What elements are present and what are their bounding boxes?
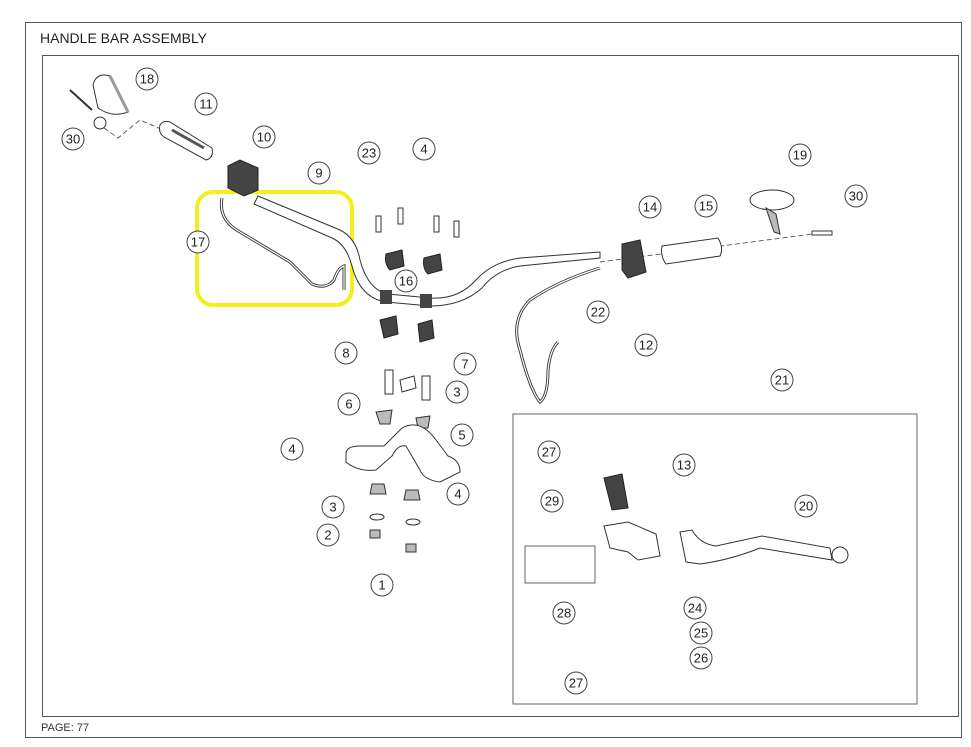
part-bolt-30-left xyxy=(69,89,93,111)
part-risers-8 xyxy=(379,315,435,343)
callout-2: 2 xyxy=(316,523,340,547)
svg-text:30: 30 xyxy=(66,132,80,147)
callout-9: 9 xyxy=(307,161,331,185)
callout-8: 8 xyxy=(334,341,358,365)
subassembly-box-28 xyxy=(524,545,596,584)
callout-10: 10 xyxy=(252,125,276,149)
callout-11: 11 xyxy=(194,92,218,116)
callout-17: 17 xyxy=(186,230,210,254)
callout-5: 5 xyxy=(450,423,474,447)
svg-text:3: 3 xyxy=(329,500,336,515)
callout-6: 6 xyxy=(337,392,361,416)
svg-text:26: 26 xyxy=(694,651,708,666)
part-switch-right xyxy=(621,239,647,279)
svg-text:12: 12 xyxy=(639,338,653,353)
svg-text:24: 24 xyxy=(688,601,702,616)
callout-4-top: 4 xyxy=(412,137,436,161)
callout-19: 19 xyxy=(788,143,812,167)
part-washers-2 xyxy=(369,513,421,526)
svg-text:16: 16 xyxy=(399,274,413,289)
part-handlebar xyxy=(253,195,601,308)
callout-14: 14 xyxy=(638,195,662,219)
callout-25: 25 xyxy=(689,621,713,645)
svg-text:14: 14 xyxy=(643,200,657,215)
svg-text:3: 3 xyxy=(453,385,460,400)
callout-12: 12 xyxy=(634,333,658,357)
callout-3-bottom: 3 xyxy=(321,495,345,519)
callout-16: 16 xyxy=(394,269,418,293)
callout-13: 13 xyxy=(672,453,696,477)
page-title: HANDLE BAR ASSEMBLY xyxy=(40,30,208,46)
callout-15: 15 xyxy=(694,194,718,218)
part-mirror-left xyxy=(92,74,130,130)
svg-text:15: 15 xyxy=(699,199,713,214)
svg-text:4: 4 xyxy=(420,142,427,157)
callout-20: 20 xyxy=(794,494,818,518)
diagram-frame xyxy=(42,55,959,717)
svg-text:13: 13 xyxy=(677,458,691,473)
part-bolt-6 xyxy=(399,375,417,393)
callout-21: 21 xyxy=(770,368,794,392)
part-lever-20 xyxy=(679,529,849,565)
callout-1: 1 xyxy=(370,573,394,597)
svg-text:27: 27 xyxy=(542,445,556,460)
svg-text:17: 17 xyxy=(191,235,205,250)
callout-29: 29 xyxy=(540,489,564,513)
part-clamp-bolts-top xyxy=(375,207,460,238)
svg-text:25: 25 xyxy=(694,626,708,641)
callout-26: 26 xyxy=(689,646,713,670)
callout-22: 22 xyxy=(586,300,610,324)
part-sleeves-7 xyxy=(384,369,431,401)
svg-text:11: 11 xyxy=(199,97,213,112)
svg-text:8: 8 xyxy=(342,346,349,361)
svg-text:22: 22 xyxy=(591,305,605,320)
part-bushings-3 xyxy=(369,409,431,501)
callout-3-top: 3 xyxy=(445,380,469,404)
svg-text:9: 9 xyxy=(315,166,322,181)
svg-text:28: 28 xyxy=(557,606,571,621)
svg-text:19: 19 xyxy=(793,148,807,163)
svg-text:4: 4 xyxy=(454,487,461,502)
part-cable-22 xyxy=(515,266,601,405)
svg-text:20: 20 xyxy=(799,499,813,514)
svg-text:6: 6 xyxy=(345,397,352,412)
svg-text:2: 2 xyxy=(324,528,331,543)
svg-text:29: 29 xyxy=(545,494,559,509)
callout-27-top: 27 xyxy=(537,440,561,464)
part-bolt-30-right xyxy=(811,230,833,236)
svg-text:10: 10 xyxy=(257,130,271,145)
part-triple-clamp-5 xyxy=(345,424,461,483)
part-lever-perch xyxy=(603,473,661,561)
svg-text:18: 18 xyxy=(140,72,154,87)
callout-27-bottom: 27 xyxy=(564,671,588,695)
callout-30-right: 30 xyxy=(844,184,868,208)
callout-24: 24 xyxy=(683,596,707,620)
callout-30-left: 30 xyxy=(61,127,85,151)
part-clamp-16 xyxy=(385,249,443,275)
assembly-line-left-grip xyxy=(103,119,169,139)
page-frame xyxy=(25,22,962,738)
svg-text:5: 5 xyxy=(458,428,465,443)
part-switch-left xyxy=(227,159,259,197)
callout-28: 28 xyxy=(552,601,576,625)
part-grip-left xyxy=(159,120,213,161)
subassembly-box-21 xyxy=(512,413,918,705)
svg-text:23: 23 xyxy=(362,146,376,161)
part-clutch-cable-17 xyxy=(219,197,346,290)
callout-7: 7 xyxy=(453,352,477,376)
callout-4-right: 4 xyxy=(446,482,470,506)
svg-text:21: 21 xyxy=(775,373,789,388)
part-nuts-1 xyxy=(369,529,417,553)
svg-text:4: 4 xyxy=(288,442,295,457)
callout-4-left: 4 xyxy=(280,437,304,461)
callout-18: 18 xyxy=(135,67,159,91)
svg-text:30: 30 xyxy=(849,189,863,204)
svg-text:7: 7 xyxy=(461,357,468,372)
callout-23: 23 xyxy=(357,141,381,165)
svg-text:27: 27 xyxy=(569,676,583,691)
svg-text:1: 1 xyxy=(378,578,385,593)
part-mirror-right xyxy=(749,189,795,235)
page-number: PAGE: 77 xyxy=(41,722,90,734)
part-grip-right xyxy=(661,237,723,265)
